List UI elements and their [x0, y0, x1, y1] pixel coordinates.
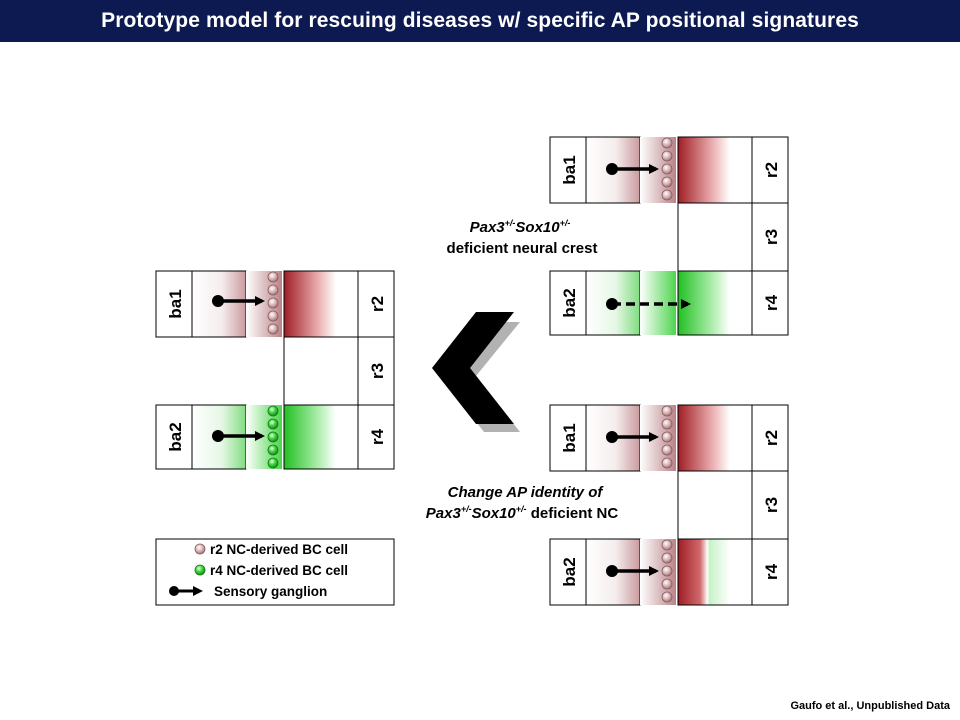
ba1-label-box [549, 404, 587, 472]
bottom-caption-line1: Change AP identity of [448, 484, 605, 501]
r2-nc-cell [661, 578, 673, 590]
r2-label-box [751, 404, 789, 472]
r4-nc-cell [267, 431, 279, 443]
r2-nc-cell [661, 150, 673, 162]
sensory-ganglion-ba2-dashed [606, 298, 691, 310]
ba1-label: ba1 [560, 155, 579, 184]
r4-rhombomere [677, 538, 753, 606]
r2-nc-cell [661, 189, 673, 201]
legend-label-r4: r4 NC-derived BC cell [210, 563, 348, 578]
green-circle-icon [194, 564, 206, 576]
top-caption-line1: Pax3+/-Sox10+/- [470, 218, 571, 236]
credit-text: Gaufo et al., Unpublished Data [790, 700, 950, 712]
ba2-label: ba2 [166, 422, 185, 451]
r3-rhombomere [677, 202, 753, 272]
slide-title: Prototype model for rescuing diseases w/… [0, 0, 960, 42]
r4-nc-cell [267, 457, 279, 469]
r2-nc-cell [661, 405, 673, 417]
top-caption: Pax3+/-Sox10+/- deficient neural crest [447, 218, 598, 257]
r2-identity-cell-column-r4 [661, 539, 673, 603]
r4-nc-cell [267, 418, 279, 430]
r4-rhombomere [677, 270, 753, 336]
bottom-right-panel: ba1 r2 r3 ba2 r4 [549, 404, 789, 606]
r2-rhombomere [283, 270, 359, 338]
r2-nc-cell [661, 444, 673, 456]
r2-nc-cell [661, 176, 673, 188]
r2-nc-cell [267, 310, 279, 322]
r2-nc-cell [661, 418, 673, 430]
r4-rhombomere [283, 404, 359, 470]
r2-cell-column [661, 137, 673, 201]
r2-rhombomere [677, 136, 753, 204]
r2-nc-cell [661, 137, 673, 149]
r4-nc-cell [267, 405, 279, 417]
ganglion-arrow-icon [169, 586, 203, 596]
sensory-ganglion-ba2 [212, 430, 265, 442]
ba1-label-box [155, 270, 193, 338]
legend: r2 NC-derived BC cell r4 NC-derived BC c… [155, 538, 395, 606]
r2-nc-cell [661, 163, 673, 175]
legend-label-ganglion: Sensory ganglion [214, 584, 327, 599]
r2-nc-cell [661, 539, 673, 551]
top-caption-line2: deficient neural crest [447, 240, 598, 257]
r3-rhombomere [677, 470, 753, 540]
top-right-panel: ba1 r2 r3 ba2 r4 [549, 136, 789, 336]
r3-label: r3 [762, 229, 781, 245]
r3-label: r3 [368, 363, 387, 379]
ba2-label: ba2 [560, 288, 579, 317]
ba1-label: ba1 [166, 289, 185, 318]
r2-label: r2 [368, 296, 387, 312]
r2-nc-cell [661, 552, 673, 564]
r2-nc-cell [661, 457, 673, 469]
slide-title-text: Prototype model for rescuing diseases w/… [101, 9, 859, 32]
r3-rhombomere [283, 336, 359, 406]
r2-cell-column [661, 405, 673, 469]
ba2-label: ba2 [560, 557, 579, 586]
r3-label-box [751, 202, 789, 272]
r2-label: r2 [762, 162, 781, 178]
ba1-label-box [549, 136, 587, 204]
r2-label-box [751, 136, 789, 204]
r4-label-box [751, 538, 789, 606]
ba2-label-box [155, 404, 193, 470]
left-panel: ba1 r2 r3 ba2 r4 [155, 270, 395, 470]
sensory-ganglion-ba1 [606, 431, 659, 443]
r2-nc-cell [661, 431, 673, 443]
r2-rhombomere [677, 404, 753, 472]
r2-nc-cell [267, 297, 279, 309]
branch-chevron-icon [432, 312, 520, 432]
bottom-caption: Change AP identity of Pax3+/-Sox10+/- de… [426, 484, 619, 522]
r2-cell-column [267, 271, 279, 335]
r2-nc-cell [661, 565, 673, 577]
r4-label: r4 [762, 294, 781, 311]
r4-cell-column [267, 405, 279, 469]
sensory-ganglion-ba1 [212, 295, 265, 307]
r2-nc-cell [267, 323, 279, 335]
r2-nc-cell [661, 591, 673, 603]
legend-label-r2: r2 NC-derived BC cell [210, 542, 348, 557]
pink-circle-icon [194, 543, 206, 555]
r3-label: r3 [762, 497, 781, 513]
ba2-label-box [549, 538, 587, 606]
r4-label-box [357, 404, 395, 470]
bottom-caption-line2: Pax3+/-Sox10+/- deficient NC [426, 504, 619, 522]
ba2-label-box [549, 270, 587, 336]
r2-label: r2 [762, 430, 781, 446]
r2-nc-cell [267, 271, 279, 283]
r4-nc-cell [267, 444, 279, 456]
r2-nc-cell [267, 284, 279, 296]
r4-label: r4 [368, 428, 387, 445]
r2-label-box [357, 270, 395, 338]
r4-label: r4 [762, 563, 781, 580]
sensory-ganglion-ba2 [606, 565, 659, 577]
r4-label-box [751, 270, 789, 336]
ba1-label: ba1 [560, 423, 579, 452]
sensory-ganglion-ba1 [606, 163, 659, 175]
